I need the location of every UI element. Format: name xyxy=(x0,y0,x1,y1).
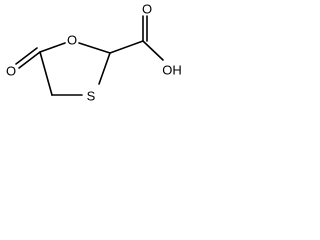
atom-label-acid-oxygen: O xyxy=(142,2,152,17)
atom-label-ring-sulfur: S xyxy=(87,89,96,104)
bond-c5-o-double-b xyxy=(15,47,38,65)
atom-label-hydroxyl: OH xyxy=(162,63,182,78)
bond-c2-s3 xyxy=(98,52,111,85)
bond-c5-o1 xyxy=(39,42,66,53)
bond-c5-o-double-a xyxy=(18,51,41,69)
structure-diagram: O O S O OH xyxy=(6,2,182,104)
atom-label-carbonyl-oxygen: O xyxy=(6,64,16,79)
bond-c4-c5 xyxy=(39,51,53,96)
bond-o1-c2 xyxy=(78,42,111,54)
bond-c2-cooh xyxy=(109,40,144,54)
atom-label-ring-oxygen: O xyxy=(67,33,77,48)
bond-cooh-oh xyxy=(142,40,164,61)
